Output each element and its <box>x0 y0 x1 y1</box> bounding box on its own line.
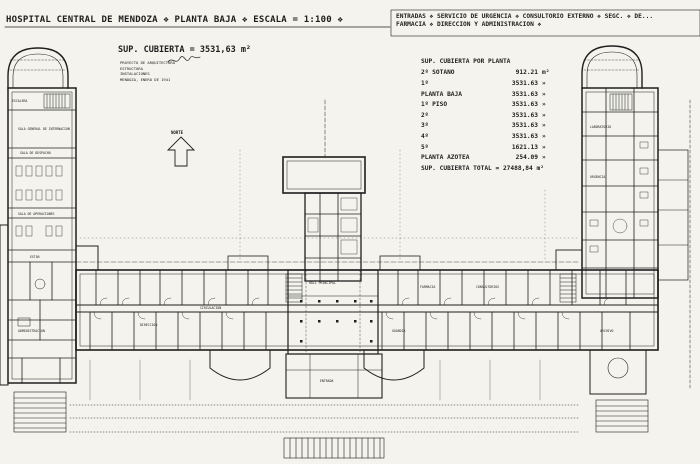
area-row-unit: » <box>542 122 546 130</box>
area-row-label: PLANTA AZOTEA <box>421 154 470 162</box>
area-row: PLANTA AZOTEA 254.09 » <box>421 153 558 164</box>
area-row-label: 2º <box>421 111 429 119</box>
area-row-value: 3531.63 <box>511 90 538 98</box>
area-row: 5º 1621.13 » <box>421 142 558 153</box>
area-row: 1º PISO 3531.63 » <box>421 100 558 111</box>
area-table: SUP. CUBIERTA POR PLANTA 2º SOTANO 912.2… <box>421 58 558 164</box>
area-row-label: 3º <box>421 122 429 130</box>
area-row-label: PLANTA BAJA <box>421 90 462 98</box>
room-label: ADMINISTRACION <box>18 329 45 333</box>
room-label: SALA DE DESPACHO <box>20 151 51 155</box>
area-row-value: 3531.63 <box>511 101 538 109</box>
sup-cubierta-label: SUP. CUBIERTA = 3531,63 m² <box>118 45 252 55</box>
room-label: ENTRADA <box>320 379 334 383</box>
area-row-label: 4º <box>421 132 429 140</box>
north-label: NORTE <box>171 130 184 135</box>
project-meta: PROYECTO DE ARQUITECTURA ESTRUCTURA INST… <box>120 60 175 82</box>
signature-icon <box>167 56 201 63</box>
room-label: ARCHIVO <box>600 329 614 333</box>
room-label: URGENCIA <box>590 175 606 179</box>
room-label: ESCALERA <box>12 99 28 103</box>
left-wing <box>0 47 77 386</box>
meta-line: ESTRUCTURA <box>120 65 143 71</box>
area-row-unit: m² <box>542 69 550 77</box>
dimension-lines <box>79 149 581 263</box>
area-row-label: 5º <box>421 143 429 151</box>
meta-line: PROYECTO DE ARQUITECTURA <box>120 60 175 65</box>
area-row-unit: » <box>542 101 546 109</box>
area-row: 2º SOTANO 912.21 m² <box>421 68 558 79</box>
area-row: PLANTA BAJA 3531.63 » <box>421 89 558 100</box>
meta-line: MENDOZA, ENERO DE 1941 <box>120 76 171 82</box>
area-row-unit: » <box>542 154 546 162</box>
area-row-unit: » <box>542 111 546 119</box>
room-label: GUARDIA <box>392 329 406 333</box>
area-row-label: 1º <box>421 79 429 87</box>
room-label: DIRECCION <box>140 323 158 327</box>
area-table-heading: SUP. CUBIERTA POR PLANTA <box>421 58 511 65</box>
area-row-unit: » <box>542 132 546 140</box>
area-row-value: 254.09 <box>515 154 538 162</box>
north-arrow-icon <box>166 136 196 167</box>
main-block <box>75 245 659 355</box>
area-row: 1º 3531.63 » <box>421 79 558 90</box>
room-label: HALL PRINCIPAL <box>309 281 336 285</box>
area-row-value: 3531.63 <box>511 132 538 140</box>
area-row-value: 1621.13 <box>511 143 538 151</box>
area-row-value: 912.21 <box>515 69 538 77</box>
area-row-value: 3531.63 <box>511 79 538 87</box>
room-label: SALA GENERAL DE INTERNACION <box>18 127 70 131</box>
drawing-title: HOSPITAL CENTRAL DE MENDOZA ❖ PLANTA BAJ… <box>6 15 344 25</box>
area-row: 3º 3531.63 » <box>421 121 558 132</box>
room-label: ESTAR <box>30 255 40 259</box>
area-row-unit: » <box>542 90 546 98</box>
right-wing <box>581 45 691 391</box>
area-row: 2º 3531.63 » <box>421 111 558 122</box>
room-label: FARMACIA <box>420 285 436 289</box>
meta-line: INSTALACIONES <box>120 71 150 76</box>
notes-frame <box>390 9 700 37</box>
notes-line: ENTRADAS ❖ SERVICIO DE URGENCIA ❖ CONSUL… <box>396 13 654 20</box>
entrances <box>13 349 649 459</box>
room-label: SALA DE OPERACIONES <box>18 212 55 216</box>
room-label: CIRCULACION <box>200 306 222 310</box>
area-row-label: 2º SOTANO <box>421 69 455 77</box>
area-row-unit: » <box>542 143 546 151</box>
area-row-label: 1º PISO <box>421 101 448 109</box>
central-tower <box>282 99 366 282</box>
notes-line: FARMACIA ❖ DIRECCION Y ADMINISTRACION ❖ <box>396 21 542 29</box>
area-row: 4º 3531.63 » <box>421 132 558 143</box>
area-total: SUP. CUBIERTA TOTAL = 27488,84 m² <box>421 165 544 172</box>
area-row-value: 3531.63 <box>511 122 538 130</box>
room-label: LABORATORIO <box>590 125 612 129</box>
notes-block: ENTRADAS ❖ SERVICIO DE URGENCIA ❖ CONSUL… <box>396 13 653 30</box>
area-row-value: 3531.63 <box>511 111 538 119</box>
area-row-unit: » <box>542 79 546 87</box>
room-label: CONSULTORIOS <box>476 285 500 289</box>
